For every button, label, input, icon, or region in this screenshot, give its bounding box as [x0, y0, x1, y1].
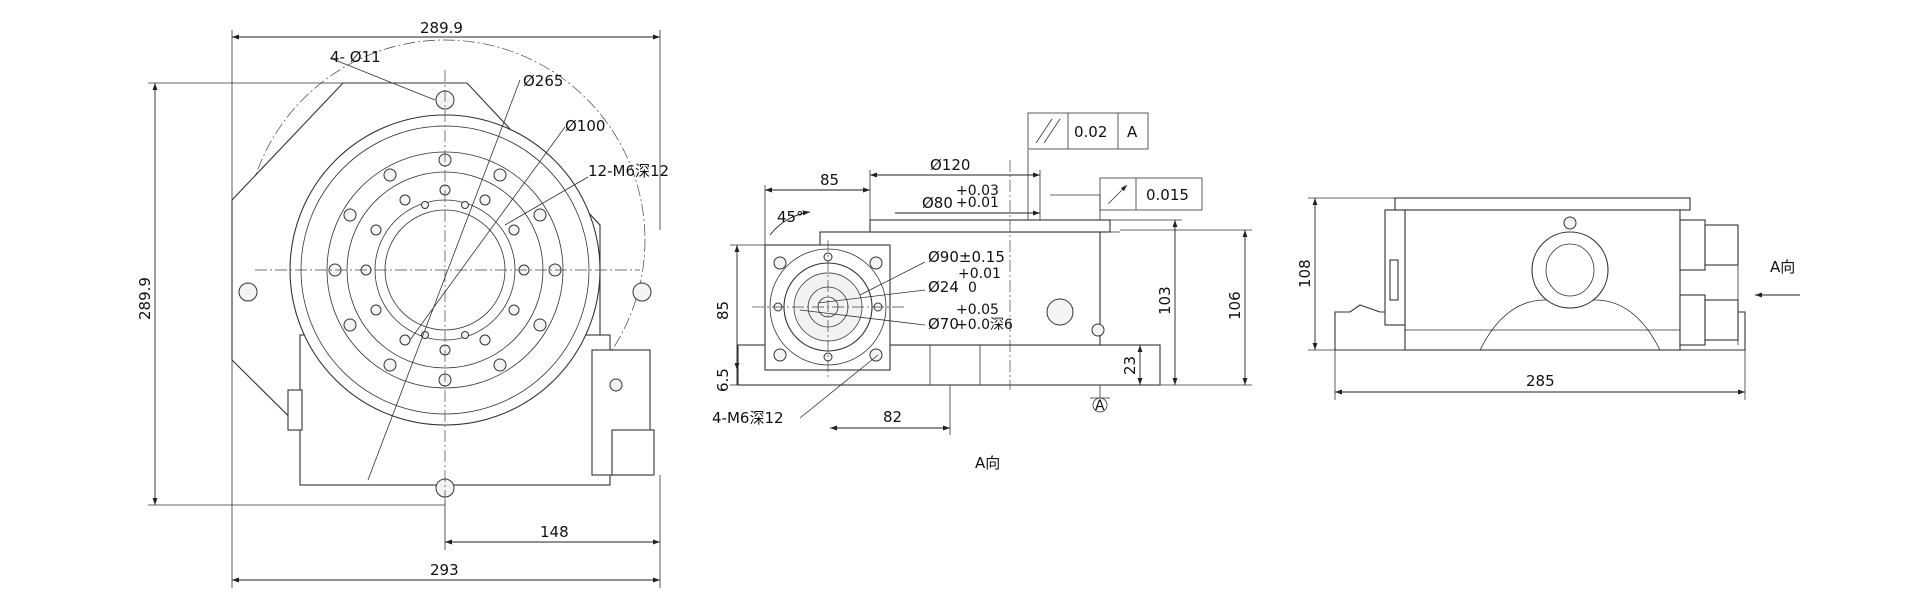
bolt-hole	[493, 168, 507, 182]
flange-hole	[869, 348, 883, 362]
leader-265	[367, 79, 521, 481]
mount-hole	[238, 282, 258, 302]
bolt-hole	[421, 331, 429, 339]
dia-80-label: Ø80	[922, 194, 953, 212]
runout-value: 0.015	[1146, 186, 1189, 204]
dim-148: 148	[540, 523, 569, 541]
leader-90	[859, 261, 926, 296]
side-port	[1046, 298, 1074, 326]
runout-icon	[1107, 184, 1128, 205]
motor-boss	[611, 429, 655, 476]
parallel-datum: A	[1127, 123, 1138, 141]
flange-hole	[773, 256, 787, 270]
side-right-boss-top	[1704, 224, 1739, 266]
leader-11	[329, 57, 436, 101]
side-right-boss-bottom	[1704, 299, 1739, 341]
dia-24-tol-lower: 0	[968, 280, 977, 296]
side-right-flange-top	[1679, 219, 1706, 271]
dim-285: 285	[1526, 372, 1555, 390]
bolt-hole	[533, 318, 547, 332]
motor-hole	[609, 378, 623, 392]
bolt-hole	[508, 224, 520, 236]
view-label: A向	[975, 454, 1000, 472]
leader-m6	[504, 176, 589, 226]
thread-note: 12-M6深12	[588, 162, 669, 180]
side-left-tab	[1389, 259, 1399, 301]
dia-100-label: Ø100	[565, 117, 605, 135]
dia-24-label: Ø24	[928, 278, 959, 296]
bolt-hole	[493, 358, 507, 372]
parallel-icon	[1035, 118, 1061, 144]
side-right-flange-bottom	[1679, 294, 1706, 346]
bolt-hole	[461, 201, 469, 209]
flange-hole	[869, 256, 883, 270]
dia-70-label: Ø70	[928, 315, 959, 333]
bolt-hole	[399, 334, 411, 346]
bolt-hole	[508, 304, 520, 316]
bolt-hole	[479, 334, 491, 346]
flange-hole	[773, 348, 787, 362]
bolt-holes-outer	[328, 153, 562, 387]
bolt-hole	[399, 194, 411, 206]
side-tab	[287, 389, 303, 431]
angle-label: 45°	[777, 208, 804, 226]
thread-note-front: 4-M6深12	[712, 409, 784, 427]
parallel-frame	[1027, 112, 1149, 150]
side-plug	[1091, 323, 1105, 337]
dia-24-tol-upper: +0.01	[958, 266, 1001, 282]
leader-100	[409, 126, 566, 341]
dim-108: 108	[1296, 259, 1314, 288]
bolt-hole	[533, 208, 547, 222]
dim-6-5: 6.5	[714, 368, 732, 392]
front-view: 85 Ø120 Ø80 +0.03 +0.01 45° Ø90±0.15 +0.…	[712, 150, 1252, 472]
dim-height-left: 289.9	[136, 277, 154, 320]
dim-85-top: 85	[820, 171, 839, 189]
dia-70-tol-lower: +0.0深6	[956, 317, 1013, 333]
bolt-hole	[383, 358, 397, 372]
holes-note: 4- Ø11	[330, 48, 381, 66]
runout-frame	[1099, 177, 1203, 211]
side-view: 108 285 A向	[1296, 197, 1800, 400]
dim-106: 106	[1226, 291, 1244, 320]
angle-arc	[769, 210, 811, 236]
bolt-hole	[421, 201, 429, 209]
bolt-hole	[370, 224, 382, 236]
bolt-hole	[370, 304, 382, 316]
dim-width-top: 289.9	[420, 19, 463, 37]
top-view: 289.9 4- Ø11 Ø265 Ø100 12-M6深12 289.9 14…	[136, 19, 669, 588]
bolt-hole	[479, 194, 491, 206]
bolt-hole	[383, 168, 397, 182]
side-lifting-eye-inner	[1545, 243, 1595, 297]
dia-120-label: Ø120	[930, 156, 970, 174]
bolt-hole	[343, 208, 357, 222]
leader-70	[799, 309, 926, 326]
side-plug	[1563, 216, 1577, 230]
bolt-hole	[343, 318, 357, 332]
dim-293: 293	[430, 561, 459, 579]
dia-90-label: Ø90±0.15	[928, 248, 1005, 266]
datum-circle	[1092, 397, 1108, 413]
bolt-hole	[461, 331, 469, 339]
dim-82: 82	[883, 408, 902, 426]
bolt-holes-inner	[360, 184, 530, 356]
dia-80-tol2: +0.01	[956, 195, 999, 211]
side-top-plate	[1394, 197, 1691, 211]
dim-85-left: 85	[714, 301, 732, 320]
view-arrow-label: A向	[1770, 258, 1795, 276]
dia-70-tol-upper: +0.05	[956, 302, 999, 318]
parallel-value: 0.02	[1074, 123, 1107, 141]
top-flange	[869, 219, 1111, 233]
mount-hole	[632, 282, 652, 302]
dia-265-label: Ø265	[523, 72, 563, 90]
tolerance-frames: 0.02 A 0.015	[1027, 112, 1203, 211]
leader-24	[817, 289, 926, 304]
dim-23: 23	[1121, 356, 1139, 375]
datum-label: A	[1095, 398, 1105, 414]
side-lifting-eye	[1531, 231, 1609, 309]
dim-103: 103	[1156, 286, 1174, 315]
dia-80-tol: +0.03	[956, 183, 999, 199]
leader-m6	[799, 354, 879, 419]
